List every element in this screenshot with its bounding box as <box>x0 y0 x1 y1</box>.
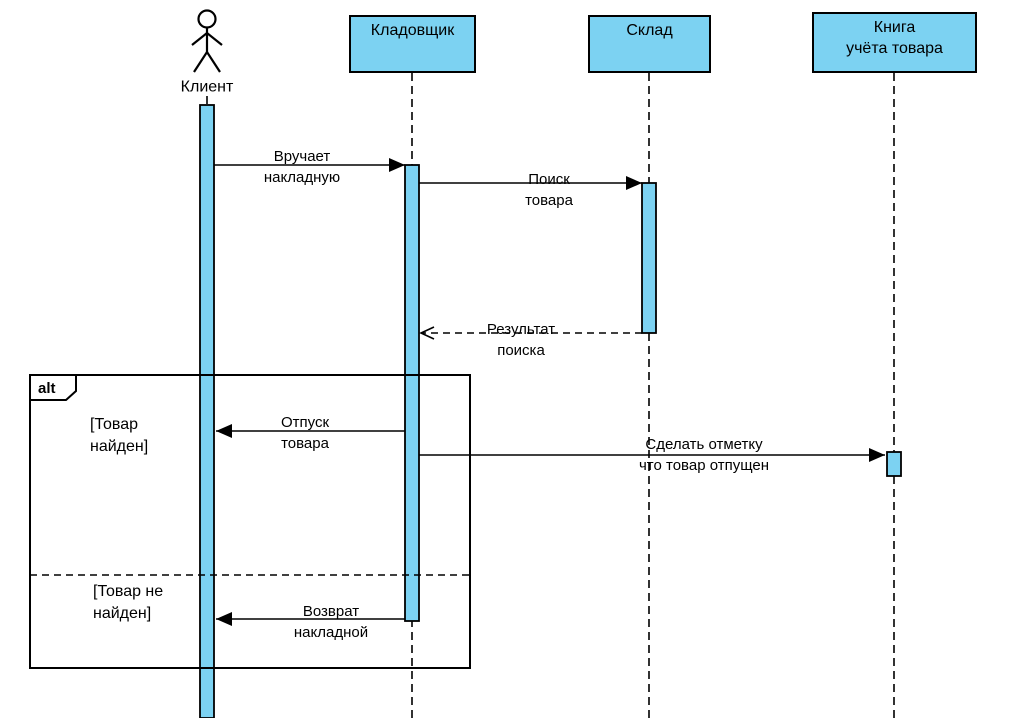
alt-guard-found-label: [Товар найден] <box>90 416 149 455</box>
alt-operator-label: alt <box>38 380 56 397</box>
msg-search-result-label: Результат поиска <box>486 321 556 359</box>
msg-return-invoice-label: Возврат накладной <box>293 603 369 641</box>
activation-warehouse <box>641 182 657 334</box>
actor-head-icon <box>197 9 217 29</box>
actor-arms-icon <box>191 31 223 46</box>
alt-operator-tab <box>29 374 77 401</box>
alt-fragment-frame <box>29 374 471 669</box>
alt-guard-not-found-label: [Товар не найден] <box>93 583 164 622</box>
lifeline-head-storekeeper: Кладовщик <box>349 15 476 73</box>
activation-client <box>199 104 215 718</box>
msg-release-goods-label: Отпуск товара <box>280 414 330 452</box>
lifeline-head-warehouse: Склад <box>588 15 711 73</box>
activation-ledger <box>886 451 902 477</box>
msg-search-goods-label: Поиск товара <box>525 171 573 209</box>
msg-mark-goods-released-label: Сделать отметку что товар отпущен <box>638 436 770 474</box>
actor-stick-figure-icon <box>191 9 223 73</box>
actor-label: Клиент <box>180 78 234 96</box>
lifeline-head-ledger: Книга учёта товара <box>812 12 977 73</box>
actor-legs-icon <box>193 49 221 73</box>
msg-hand-invoice-label: Вручает накладную <box>263 148 341 186</box>
activation-storekeeper <box>404 164 420 622</box>
